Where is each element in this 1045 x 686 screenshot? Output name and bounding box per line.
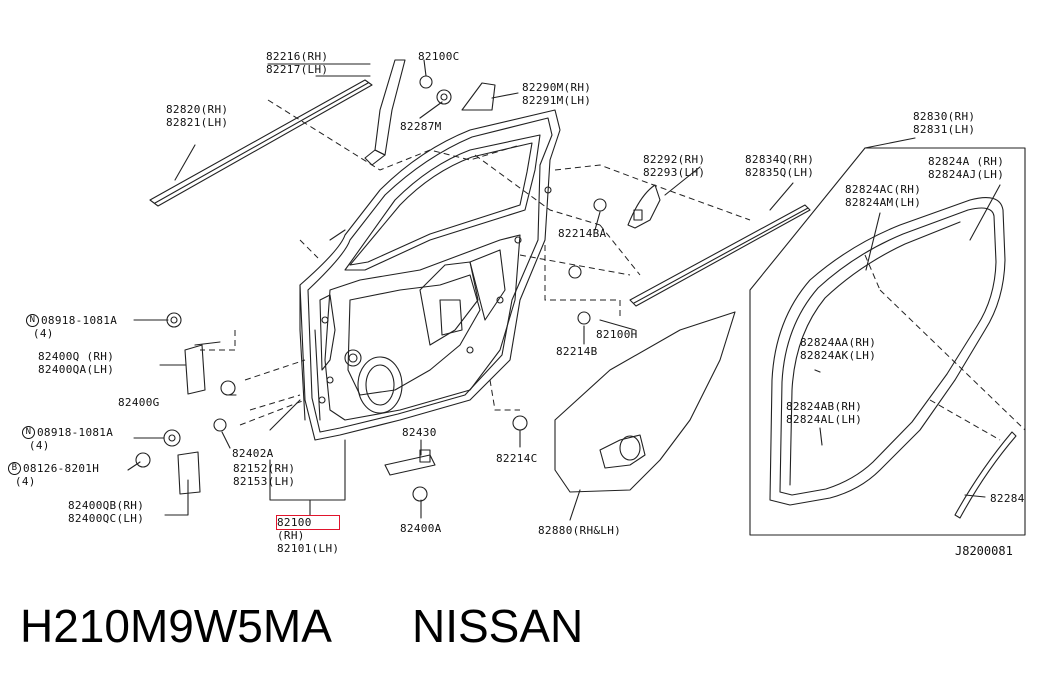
- door-glass: [554, 311, 736, 493]
- label-line: 82821(LH): [166, 116, 229, 129]
- label-82824ac: 82824AC(RH)82824AM(LH): [845, 183, 921, 209]
- label-line: 82824AC(RH): [845, 183, 922, 196]
- label-line: 82824AK(LH): [800, 349, 877, 362]
- label-line: 82830(RH): [913, 110, 976, 123]
- label-82290m: 82290M(RH)82291M(LH): [522, 81, 591, 107]
- label-82880: 82880(RH&LH): [538, 524, 621, 537]
- label-82152: 82152(RH)82153(LH): [233, 462, 295, 488]
- label-82292: 82292(RH)82293(LH): [643, 153, 705, 179]
- label-line: 82400Q (RH): [38, 350, 115, 363]
- sash-strip: [374, 59, 406, 156]
- label-line: 08918-1081A: [37, 426, 114, 439]
- label-82834q: 82834Q(RH)82835Q(LH): [745, 153, 814, 179]
- label-82402a: 82402A: [232, 447, 274, 460]
- label-line: 82216(RH): [266, 50, 329, 63]
- label-line: 82100(RH): [275, 515, 341, 542]
- label-line: 82824AA(RH): [800, 336, 877, 349]
- label-line: 82880(RH&LH): [538, 524, 622, 537]
- door-frame: [299, 109, 561, 441]
- label-line: 82101(LH): [277, 542, 340, 555]
- corner-cover: [461, 82, 496, 111]
- label-82400qb: 82400QB(RH)82400QC(LH): [68, 499, 144, 525]
- label-line: 82820(RH): [166, 103, 229, 116]
- label-suffix: (RH): [277, 529, 305, 542]
- diagram-code: J8200081: [955, 544, 1013, 558]
- sash-trim: [627, 184, 661, 229]
- n-circle-icon: N: [26, 314, 39, 327]
- b-circle-icon: B: [8, 462, 21, 475]
- label-82824aa: 82824AA(RH)82824AK(LH): [800, 336, 876, 362]
- label-line: 82291M(LH): [522, 94, 592, 107]
- label-82400a: 82400A: [400, 522, 442, 535]
- label-82216: 82216(RH)82217(LH): [266, 50, 328, 76]
- fasteners: [135, 75, 607, 502]
- label-82100c: 82100C: [418, 50, 460, 63]
- label-82284: 82284: [990, 492, 1025, 505]
- label-line: 82400QC(LH): [68, 512, 145, 525]
- label-line: 82100C: [418, 50, 460, 63]
- label-line: 82824AB(RH): [786, 400, 863, 413]
- label-line: (4): [26, 327, 54, 340]
- label-line: 08918-1081A: [41, 314, 118, 327]
- label-82287m: 82287M: [400, 120, 442, 133]
- label-82400g: 82400G: [118, 396, 160, 409]
- label-line: 82400QA(LH): [38, 363, 115, 376]
- label-82824a: 82824A (RH)82824AJ(LH): [928, 155, 1004, 181]
- label-line: 82287M: [400, 120, 442, 133]
- label-line: 82831(LH): [913, 123, 976, 136]
- label-line: 82292(RH): [643, 153, 706, 166]
- n-circle-icon: N: [22, 426, 35, 439]
- lower-hinge: [177, 451, 201, 495]
- label-line: 82824A (RH): [928, 155, 1005, 168]
- upper-hinge: [184, 344, 206, 395]
- corner-strip: [954, 431, 1017, 519]
- label-line: 82430: [402, 426, 437, 439]
- label-82100h: 82100H: [596, 328, 638, 341]
- label-line: 82824AJ(LH): [928, 168, 1005, 181]
- label-82214ba: 82214BA: [558, 227, 606, 240]
- label-82824ab: 82824AB(RH)82824AL(LH): [786, 400, 862, 426]
- highlighted-part-number[interactable]: 82100: [275, 515, 341, 530]
- label-line: 82824AM(LH): [845, 196, 922, 209]
- label-line: 82834Q(RH): [745, 153, 815, 166]
- seal-box: [749, 147, 1026, 536]
- label-line: 82293(LH): [643, 166, 706, 179]
- label-line: 82214BA: [558, 227, 607, 240]
- label-line: 82100H: [596, 328, 638, 341]
- rear-molding: [629, 204, 811, 307]
- label-line: 82214C: [496, 452, 538, 465]
- label-line: 82400A: [400, 522, 442, 535]
- brand-name: NISSAN: [412, 600, 584, 652]
- label-line: 82284: [990, 492, 1025, 505]
- label-line: 82824AL(LH): [786, 413, 863, 426]
- label-line: 82290M(RH): [522, 81, 592, 94]
- label-line: 82402A: [232, 447, 274, 460]
- label-line: 82400G: [118, 396, 160, 409]
- label-line: (4): [8, 475, 36, 488]
- label-82214b: 82214B: [556, 345, 598, 358]
- door-check: [384, 454, 436, 476]
- label-82100: 82100(RH)82101(LH): [275, 515, 341, 555]
- label-82830: 82830(RH)82831(LH): [913, 110, 975, 136]
- label-line: (4): [22, 439, 50, 452]
- label-82430: 82430: [402, 426, 437, 439]
- label-line: 82214B: [556, 345, 598, 358]
- label-82820: 82820(RH)82821(LH): [166, 103, 228, 129]
- label-line: 82217(LH): [266, 63, 329, 76]
- door-weatherstrip: [769, 197, 1006, 506]
- label-82400q: 82400Q (RH)82400QA(LH): [38, 350, 114, 376]
- outer-molding: [149, 79, 373, 207]
- part-code-title: H210M9W5MA: [20, 600, 332, 652]
- label-82214c: 82214C: [496, 452, 538, 465]
- label-line: 82152(RH): [233, 462, 296, 475]
- label-line: 82400QB(RH): [68, 499, 145, 512]
- label-line: 08126-8201H: [23, 462, 100, 475]
- label-line: 82835Q(LH): [745, 166, 815, 179]
- label-line: 82153(LH): [233, 475, 296, 488]
